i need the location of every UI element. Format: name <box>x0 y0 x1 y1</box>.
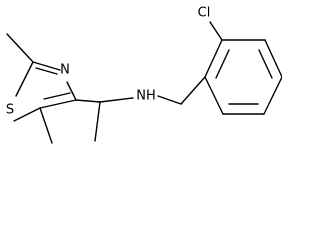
bond-c2-n3-double <box>35 67 58 75</box>
bond-c4-c5-double <box>43 92 71 100</box>
atom-label-cl: Cl <box>198 6 211 21</box>
bond-ring-3-4 <box>264 39 282 78</box>
bond-ring-inner-b <box>258 49 273 79</box>
bond-ring-1-2 <box>204 39 223 78</box>
molecule-structure: S N NH Cl <box>6 6 282 144</box>
bond-c5-methyl <box>39 107 53 144</box>
bond-ch2-ring <box>180 76 206 105</box>
atom-label-n: N <box>60 63 70 78</box>
bond-s-c5 <box>13 107 41 122</box>
bond-c4-c5 <box>39 99 77 109</box>
bond-ch-nh <box>99 97 134 103</box>
bond-ring-inner-a <box>215 49 230 79</box>
bond-n3-c4 <box>66 81 77 101</box>
bond-s-c2 <box>15 61 34 97</box>
bond-ch-ch3 <box>94 101 101 142</box>
bond-c2-methyl <box>6 33 34 63</box>
bond-c4-ch <box>75 99 101 103</box>
bonds <box>6 21 282 144</box>
bond-ring-6-1 <box>204 76 224 115</box>
bond-ring-4-5 <box>263 76 282 115</box>
atom-labels: S N NH Cl <box>6 6 210 118</box>
bond-ring-cl <box>209 21 223 41</box>
atom-label-s: S <box>6 103 14 118</box>
atom-label-nh: NH <box>136 89 156 104</box>
bond-c2-n3 <box>32 61 61 71</box>
bond-nh-ch2 <box>157 95 182 105</box>
